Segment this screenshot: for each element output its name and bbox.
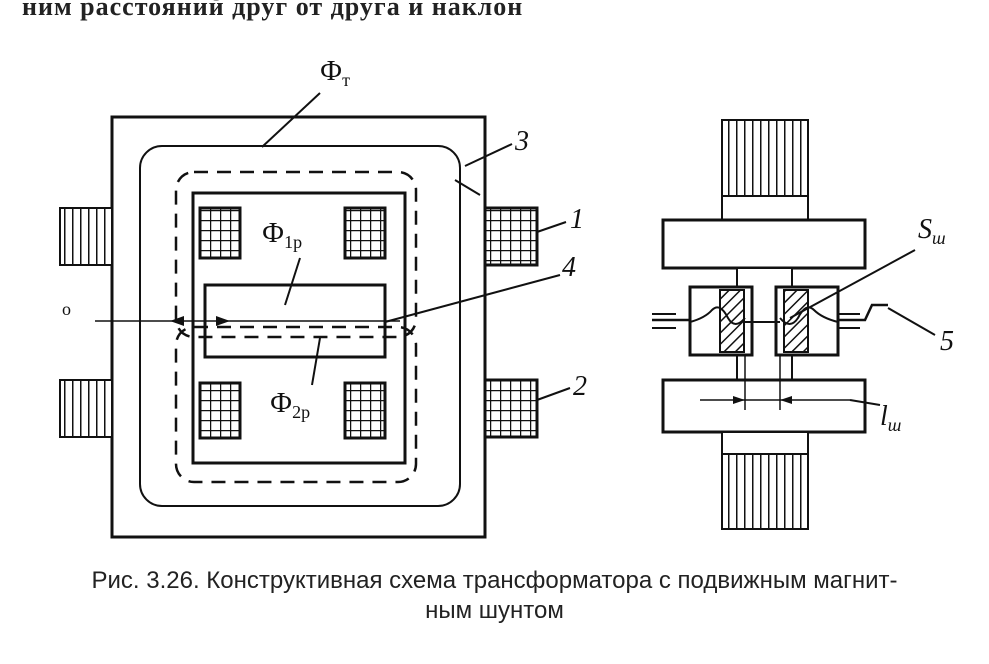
flux-path-2p <box>174 325 418 484</box>
screw-end-marks-left <box>652 313 676 329</box>
label-4: 4 <box>562 252 576 283</box>
screw-end-marks-right <box>838 313 860 329</box>
label-5: 5 <box>940 326 954 357</box>
top-text-fragment: ним расстояний друг от друга и наклон <box>22 0 524 21</box>
leader-3 <box>464 143 513 167</box>
gap-arrow-right <box>780 396 792 404</box>
label-l-sh: lш <box>880 401 901 435</box>
winding-outer-right-bottom <box>483 378 539 439</box>
winding-stack-bottom <box>721 453 809 530</box>
magnetic-core-outer <box>110 115 487 539</box>
leader-l-sh <box>849 399 881 406</box>
leader-s-sh <box>789 249 916 319</box>
right-view: Sш 5 lш <box>652 119 954 530</box>
leader-1 <box>536 221 567 233</box>
winding-outer-left-bottom <box>59 379 113 438</box>
lower-yoke <box>661 378 867 434</box>
flux-path-total <box>139 145 461 507</box>
leader-phi-t <box>261 92 321 148</box>
leader-phi-2p <box>311 337 321 386</box>
screw-rod <box>652 303 888 322</box>
shunt-arrow-left <box>170 316 184 326</box>
screw-thread-left <box>689 306 746 325</box>
winding-secondary-right <box>343 381 387 440</box>
label-1: 1 <box>570 204 584 235</box>
figure-caption-line-2: ным шунтом <box>425 597 564 624</box>
winding-stack-top-base <box>721 195 809 221</box>
leader-4 <box>384 274 561 323</box>
label-3: 3 <box>514 126 529 157</box>
upper-yoke <box>661 218 867 270</box>
label-phi-2p: Ф2р <box>270 388 310 422</box>
leader-2 <box>536 387 571 401</box>
gap-arrow-left <box>733 396 745 404</box>
label-phi-1p: Ф1р <box>262 218 302 252</box>
label-s-sh: Sш <box>918 214 946 248</box>
winding-outer-left-top <box>59 207 113 266</box>
winding-outer-right-top <box>483 206 539 267</box>
winding-secondary-left <box>198 381 242 440</box>
shunt-right-hatched <box>783 289 809 353</box>
label-2: 2 <box>573 371 587 402</box>
leader-phi-1p <box>284 257 301 306</box>
screw-thread-right <box>779 306 839 325</box>
winding-primary-left <box>198 206 242 260</box>
winding-stack-bottom-base <box>721 431 809 455</box>
winding-primary-right <box>343 206 387 260</box>
figure-caption-line-1: Рис. 3.26. Конструктивная схема трансфор… <box>91 567 898 594</box>
flux-path-1p <box>174 170 418 339</box>
left-marker: о <box>62 299 71 319</box>
leader-3b <box>454 179 481 196</box>
left-view: Фт Ф1р Ф2р 3 1 4 2 о <box>59 56 587 539</box>
leader-5 <box>887 307 936 336</box>
label-phi-t: Фт <box>320 56 350 90</box>
shunt-left-hatched <box>719 289 745 353</box>
shunt-arrow-right <box>216 316 230 326</box>
